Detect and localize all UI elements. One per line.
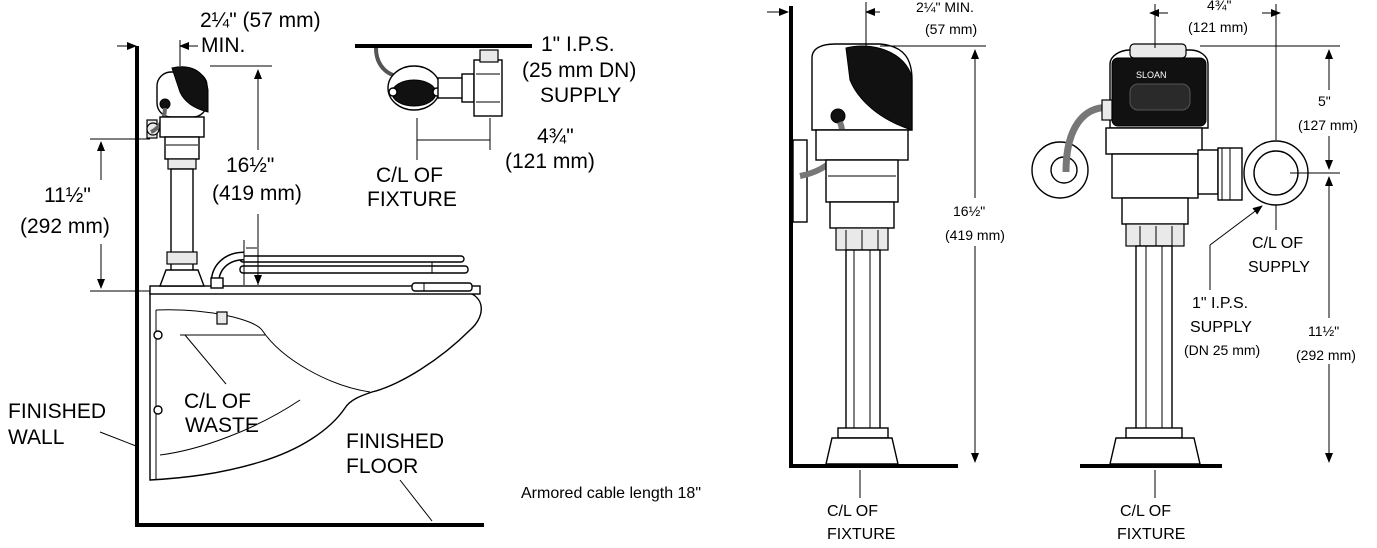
installation-view: 2¼" (57 mm) MIN. 1" I.P.S. (25 mm DN) SU… bbox=[8, 9, 701, 527]
wall-label-2: WALL bbox=[8, 426, 64, 449]
side-height-dim-mm: (419 mm) bbox=[945, 227, 1005, 243]
front-supply-3: (DN 25 mm) bbox=[1184, 342, 1260, 358]
fixture-cl-2: FIXTURE bbox=[367, 188, 457, 211]
front-view: SLOAN 4¾" (121 mm) 5" bbox=[1031, 0, 1370, 543]
side-dim-in: 11½" bbox=[44, 184, 91, 207]
top-clearance-min: MIN. bbox=[201, 34, 245, 57]
front-upper-dim-mm: (127 mm) bbox=[1298, 117, 1358, 133]
waste-cl-1: C/L OF bbox=[184, 390, 251, 413]
supply-label-2: (25 mm DN) bbox=[522, 59, 636, 82]
height-dim-mm: (419 mm) bbox=[212, 182, 302, 205]
brand-logo-text: SLOAN bbox=[1136, 70, 1167, 80]
floor-label-2: FLOOR bbox=[346, 455, 418, 478]
side-fixture-cl-2: FIXTURE bbox=[827, 526, 895, 543]
front-top-dim-mm: (121 mm) bbox=[1188, 19, 1248, 35]
supply-cl-2: SUPPLY bbox=[1248, 259, 1310, 276]
front-fixture-cl-2: FIXTURE bbox=[1117, 526, 1185, 543]
side-fixture-cl-1: C/L OF bbox=[827, 503, 878, 520]
front-fixture-cl-1: C/L OF bbox=[1120, 503, 1171, 520]
front-upper-dim-in: 5" bbox=[1318, 93, 1331, 109]
side-top-dim-in: 2¼" MIN. bbox=[916, 0, 974, 15]
top-clearance-dim: 2¼" (57 mm) bbox=[200, 9, 321, 32]
wall-label-1: FINISHED bbox=[8, 400, 106, 423]
supply-label-1: 1" I.P.S. bbox=[541, 33, 615, 56]
fixture-cl-1: C/L OF bbox=[376, 164, 443, 187]
supply-label-3: SUPPLY bbox=[540, 84, 621, 107]
floor-label-1: FINISHED bbox=[346, 430, 444, 453]
side-height-dim-in: 16½" bbox=[953, 203, 985, 219]
front-top-dim-in: 4¾" bbox=[1207, 0, 1231, 13]
height-dim-in: 16½" bbox=[226, 154, 274, 177]
side-dim-mm: (292 mm) bbox=[20, 215, 110, 238]
cable-length-note: Armored cable length 18" bbox=[521, 485, 701, 502]
waste-cl-2: WASTE bbox=[185, 414, 259, 437]
side-view: 2¼" MIN. (57 mm) 16½" (419 mm) C/L OF FI… bbox=[767, 0, 1014, 543]
offset-dim-in: 4¾" bbox=[537, 125, 574, 148]
supply-cl-1: C/L OF bbox=[1252, 235, 1303, 252]
front-lower-dim-mm: (292 mm) bbox=[1296, 347, 1356, 363]
front-lower-dim-in: 11½" bbox=[1308, 323, 1339, 339]
toilet-bowl bbox=[149, 292, 482, 481]
side-top-dim-mm: (57 mm) bbox=[925, 21, 977, 37]
front-supply-1: 1" I.P.S. bbox=[1192, 295, 1248, 312]
offset-dim-mm: (121 mm) bbox=[505, 150, 595, 173]
front-supply-2: SUPPLY bbox=[1190, 319, 1252, 336]
